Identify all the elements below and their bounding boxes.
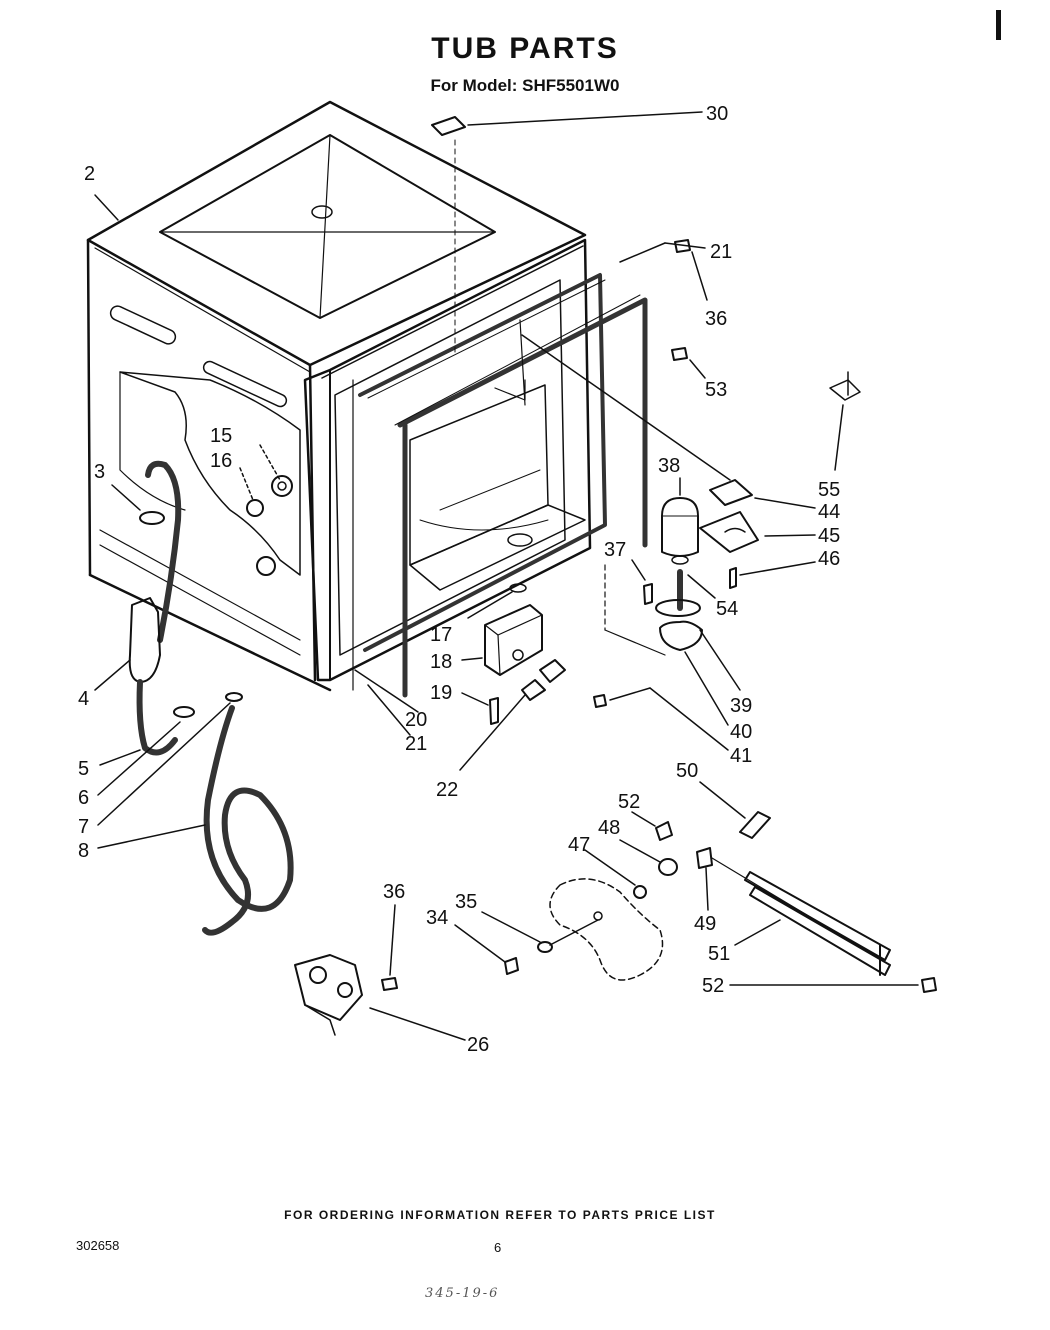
callout-38: 38 [658,455,680,477]
callout-51: 51 [708,943,730,965]
fill-valve [294,954,398,1036]
page-title: TUB PARTS [431,32,619,65]
callout-4: 4 [78,688,89,710]
bracket-parts [699,371,861,589]
callout-7: 7 [78,816,89,838]
callout-34: 34 [426,907,448,929]
handwritten-note: 345-19-6 [425,1286,500,1301]
callout-21-bottom: 21 [405,733,427,755]
callout-46: 46 [818,548,840,570]
callout-19: 19 [430,682,452,704]
heater-element [633,811,937,993]
callout-47: 47 [568,834,590,856]
callout-36-bottom: 36 [383,881,405,903]
callout-labels: 30 2 21 36 53 15 16 3 38 55 44 45 46 37 … [78,103,840,1056]
callout-15: 15 [210,425,232,447]
vent-hardware [504,878,664,981]
callout-17: 17 [430,624,452,646]
callout-44: 44 [818,501,840,523]
callout-20: 20 [405,709,427,731]
callout-22: 22 [436,779,458,801]
callout-16: 16 [210,450,232,472]
callout-55: 55 [818,479,840,501]
ordering-note: FOR ORDERING INFORMATION REFER TO PARTS … [284,1208,716,1222]
callout-50: 50 [676,760,698,782]
float-assembly [604,497,703,656]
callout-26: 26 [467,1034,489,1056]
callout-41: 41 [730,745,752,767]
callout-39: 39 [730,695,752,717]
callout-45: 45 [818,525,840,547]
callout-37: 37 [604,539,626,561]
callout-35: 35 [455,891,477,913]
inlet-hose-assembly [128,460,294,936]
callout-40: 40 [730,721,752,743]
edge-mark [996,10,1001,40]
tub-interior [409,319,586,591]
callout-54: 54 [716,598,738,620]
callout-2: 2 [84,163,95,185]
terminal-block [484,583,607,725]
callout-49: 49 [694,913,716,935]
callout-18: 18 [430,651,452,673]
callout-52-top: 52 [618,791,640,813]
callout-8: 8 [78,840,89,862]
leader-lines [94,111,919,1041]
model-subtitle: For Model: SHF5501W0 [430,76,620,95]
callout-6: 6 [78,787,89,809]
inlet-fittings [246,475,293,576]
small-screws [431,116,691,605]
callout-52-bottom: 52 [702,975,724,997]
callout-5: 5 [78,758,89,780]
page-number: 6 [494,1240,502,1255]
callout-36-top: 36 [705,308,727,330]
tub-body [86,100,587,692]
callout-21-top: 21 [710,241,732,263]
callout-3: 3 [94,461,105,483]
tub-front-frames [303,238,648,698]
callout-53: 53 [705,379,727,401]
callout-48: 48 [598,817,620,839]
document-number: 302658 [76,1238,120,1253]
callout-30: 30 [706,103,728,125]
